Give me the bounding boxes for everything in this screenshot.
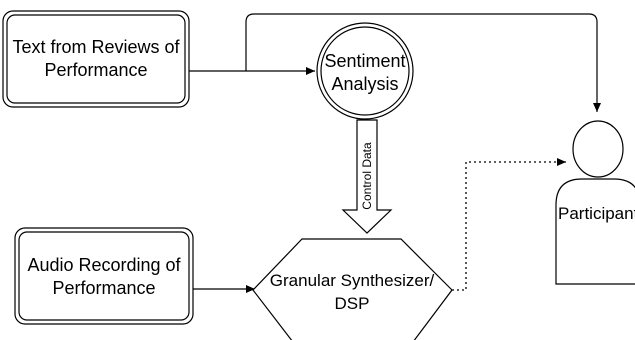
participant-label: Participant: [558, 204, 635, 223]
granular-synthesizer-node: Granular Synthesizer/ DSP: [252, 238, 453, 340]
reviews-text-label-line1: Text from Reviews of: [12, 37, 180, 57]
control-data-label: Control Data: [360, 142, 374, 210]
sentiment-analysis-node: Sentiment Analysis: [316, 22, 414, 120]
arrow-reviews-to-participant: [245, 13, 601, 112]
participant-node: Participant: [555, 120, 635, 285]
audio-label-line2: Performance: [52, 278, 155, 298]
synth-label-line1: Granular Synthesizer/: [270, 271, 435, 290]
participant-head: [572, 120, 624, 178]
control-data-block-arrow: Control Data: [341, 119, 393, 234]
reviews-text-label-line2: Performance: [44, 60, 147, 80]
arrow-synth-to-participant: [452, 158, 566, 291]
sentiment-label-line1: Sentiment: [324, 51, 405, 71]
reviews-text-node: Text from Reviews of Performance: [2, 10, 190, 108]
audio-recording-node: Audio Recording of Performance: [14, 227, 194, 325]
synth-label-line2: DSP: [335, 294, 370, 313]
sentiment-label-line2: Analysis: [331, 74, 398, 94]
participant-body: [555, 178, 635, 285]
audio-label-line1: Audio Recording of: [27, 255, 181, 275]
